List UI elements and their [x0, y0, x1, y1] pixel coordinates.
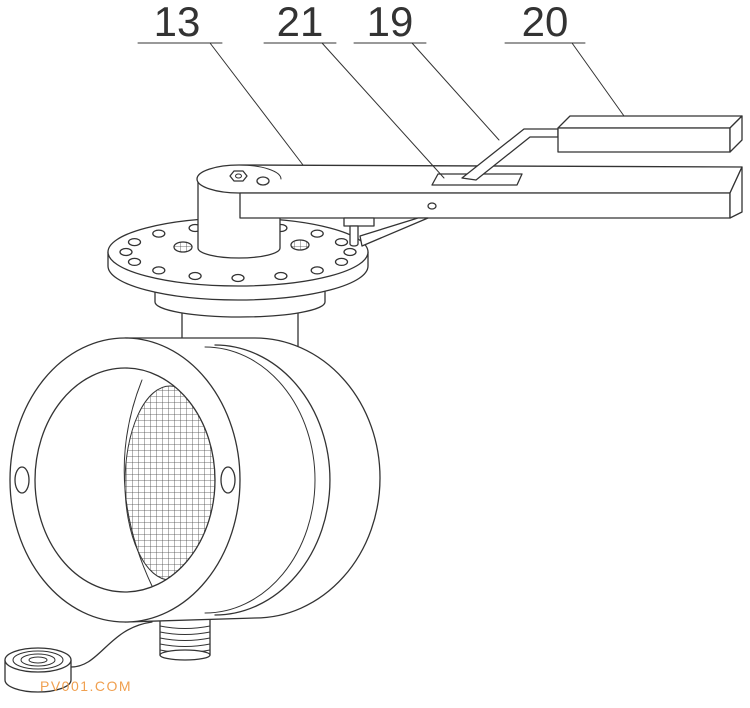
sensor-ring — [12, 650, 64, 670]
hub-bolt-center — [235, 173, 242, 179]
block-side-face — [729, 115, 743, 153]
watermark-text: PV001.COM — [40, 678, 132, 694]
arm-front-face — [239, 192, 731, 219]
port-thread — [159, 637, 211, 641]
flange-bolt-hole — [152, 229, 166, 238]
flange-dark-hole-left — [173, 241, 193, 253]
flange-bolt-hole — [334, 237, 349, 247]
flange-bolt-hole — [119, 247, 133, 257]
body-side-hole-right — [220, 466, 236, 494]
body-seam-inner — [204, 346, 316, 614]
callout-leader — [321, 42, 445, 179]
callout-leader — [571, 42, 625, 117]
callout-21: 21 — [263, 0, 445, 179]
body-side-hole-left — [14, 466, 30, 494]
flange-bolt-hole — [274, 271, 288, 281]
port-thread — [159, 631, 211, 635]
sensor-puck — [4, 621, 153, 693]
port-thread — [159, 625, 211, 629]
flange-bolt-hole — [231, 273, 245, 283]
sensor-ring — [28, 656, 48, 664]
callout-leader — [411, 42, 500, 141]
lower-link — [343, 217, 429, 247]
valve-body — [9, 337, 381, 623]
block-front-face — [557, 127, 731, 153]
sensor-ring — [20, 653, 56, 667]
flange-bolt-hole — [310, 266, 324, 275]
flange-bolt-hole — [310, 229, 324, 238]
bore-back-edge — [123, 379, 153, 587]
hub-bolt-icon — [229, 170, 248, 182]
flange-bolt-hole — [127, 257, 142, 267]
block-top-face — [557, 115, 743, 129]
flange-bolt-hole — [152, 266, 166, 275]
link-bracket — [343, 217, 375, 227]
callout-label: 19 — [367, 0, 414, 45]
hub-top-edge — [238, 164, 282, 180]
link-post — [349, 225, 359, 247]
flange-bolt-hole — [343, 247, 357, 257]
hub-cap — [256, 176, 270, 186]
handle-block — [557, 115, 743, 153]
callout-19: 19 — [353, 0, 500, 141]
flange-bolt-hole — [188, 271, 202, 281]
flange-bolt-hole — [334, 257, 349, 267]
callout-20: 20 — [504, 0, 625, 117]
callout-13: 13 — [137, 0, 304, 166]
arm-end-face — [729, 166, 743, 219]
body-seam — [214, 344, 331, 616]
callout-label: 21 — [277, 0, 324, 45]
sensor-wire — [69, 621, 153, 668]
arm-pin-hole — [427, 202, 437, 210]
link-bar — [359, 217, 429, 247]
flange-bolt-hole — [127, 237, 142, 247]
port-end — [159, 649, 211, 661]
callout-label: 13 — [154, 0, 201, 45]
port-thread — [159, 643, 211, 647]
flange-dark-hole-right — [290, 239, 310, 251]
callout-leader — [209, 42, 304, 166]
callout-label: 20 — [522, 0, 569, 45]
sensor-top — [4, 647, 72, 673]
